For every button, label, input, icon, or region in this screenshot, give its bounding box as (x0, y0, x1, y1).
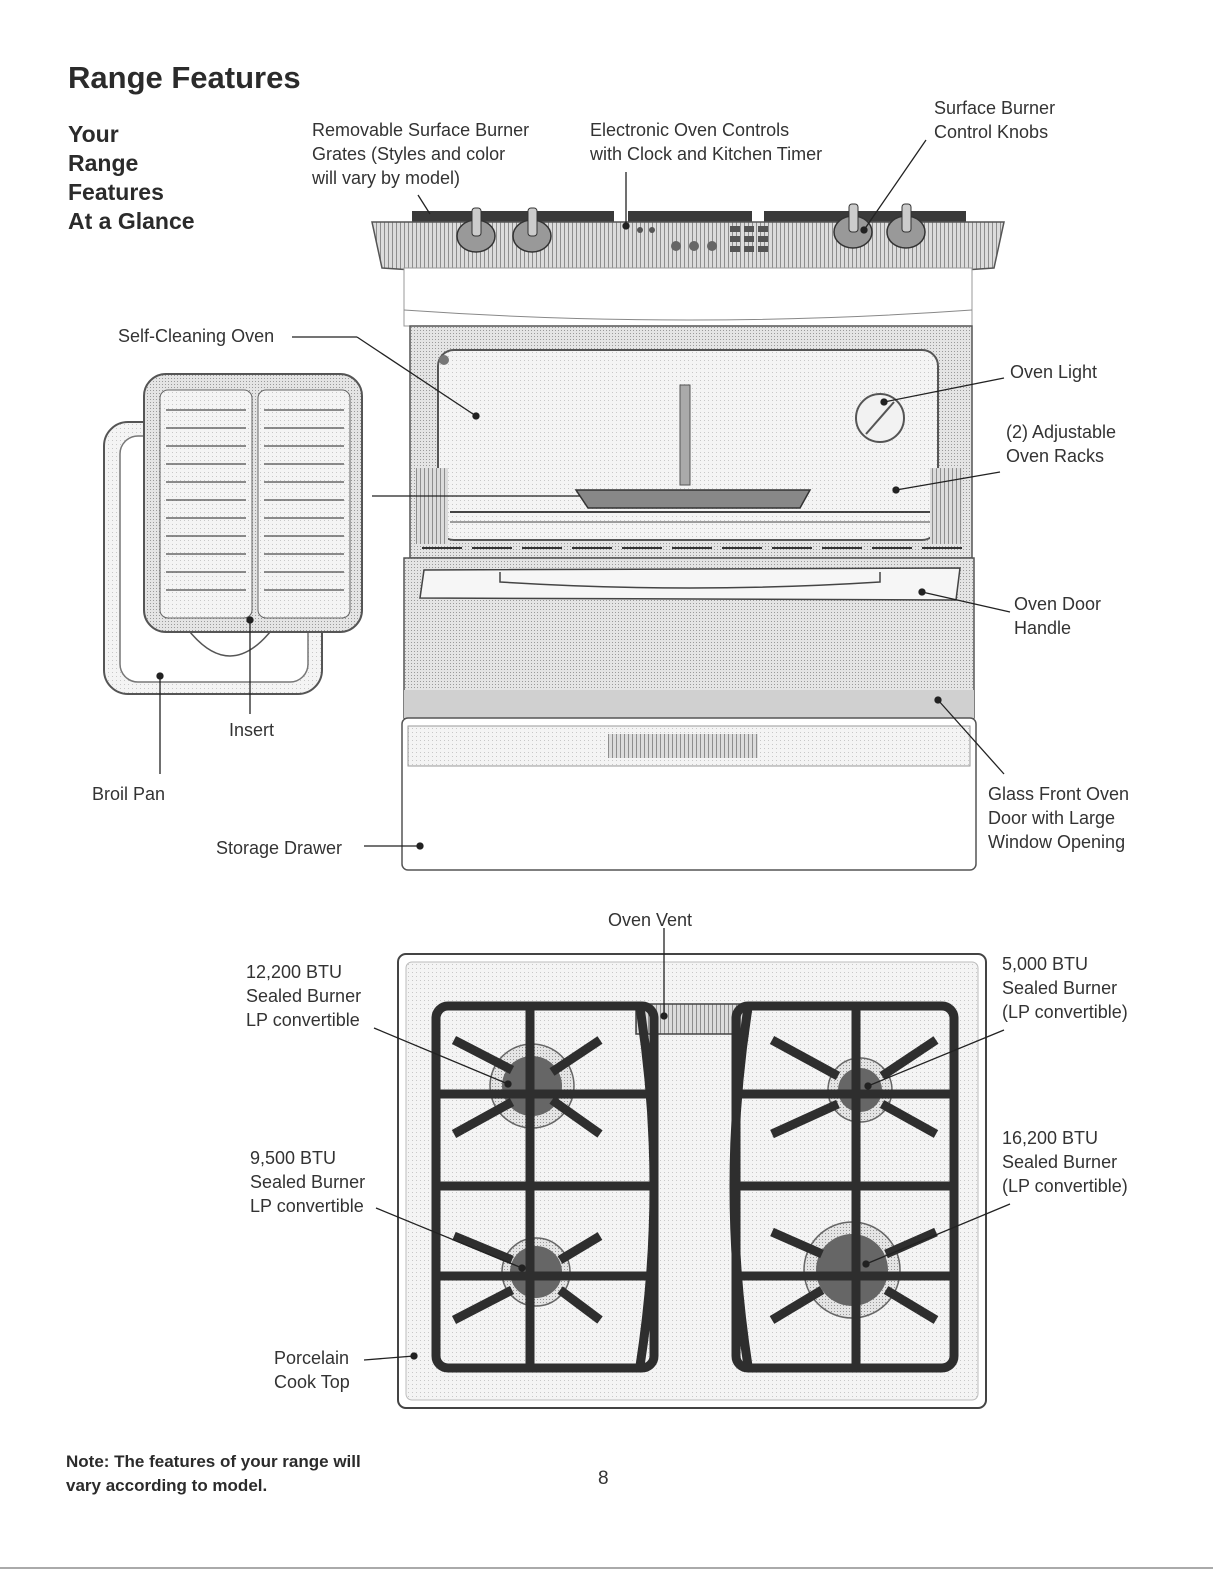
burner-grate-left (412, 211, 614, 223)
cooktop (397, 953, 987, 1409)
storage-drawer (401, 717, 977, 871)
label-insert: Insert (229, 720, 275, 740)
door-handle (419, 567, 961, 601)
label-grates: Removable Surface Burner Grates (Styles … (312, 120, 530, 188)
label-burner-16200: 16,200 BTU Sealed Burner (LP convertible… (1002, 1128, 1128, 1196)
label-burner-9500: 9,500 BTU Sealed Burner LP convertible (250, 1148, 366, 1216)
label-storage-drawer: Storage Drawer (216, 838, 343, 858)
label-oven-vent: Oven Vent (608, 910, 693, 930)
label-oven-light: Oven Light (1010, 362, 1098, 382)
page-number: 8 (598, 1468, 609, 1489)
page-title: Range Features (68, 60, 301, 95)
range-top (371, 203, 1005, 327)
label-broil-pan: Broil Pan (92, 784, 166, 804)
label-burner-5000: 5,000 BTU Sealed Burner (LP convertible) (1002, 954, 1128, 1022)
keypad-icon (637, 226, 768, 252)
label-oven-door-handle: Oven Door Handle (1014, 594, 1102, 638)
label-oven-racks: (2) Adjustable Oven Racks (1006, 422, 1117, 466)
label-porcelain-cooktop: Porcelain Cook Top (274, 1348, 350, 1392)
label-self-cleaning-oven: Self-Cleaning Oven (118, 326, 275, 346)
label-glass-front-door: Glass Front Oven Door with Large Window … (988, 784, 1130, 852)
oven-door (403, 557, 975, 719)
label-oven-controls: Electronic Oven Controls with Clock and … (590, 120, 823, 164)
burner-grate-center (628, 211, 752, 223)
label-burner-12200: 12,200 BTU Sealed Burner LP convertible (246, 962, 362, 1030)
insert (143, 373, 363, 657)
oven-cavity (409, 325, 973, 559)
label-control-knobs: Surface Burner Control Knobs (934, 98, 1056, 142)
model-note: Note: The features of your range will va… (66, 1452, 361, 1495)
section-subtitle: Your Range Features At a Glance (68, 121, 195, 234)
leader-lines (156, 139, 1011, 1361)
